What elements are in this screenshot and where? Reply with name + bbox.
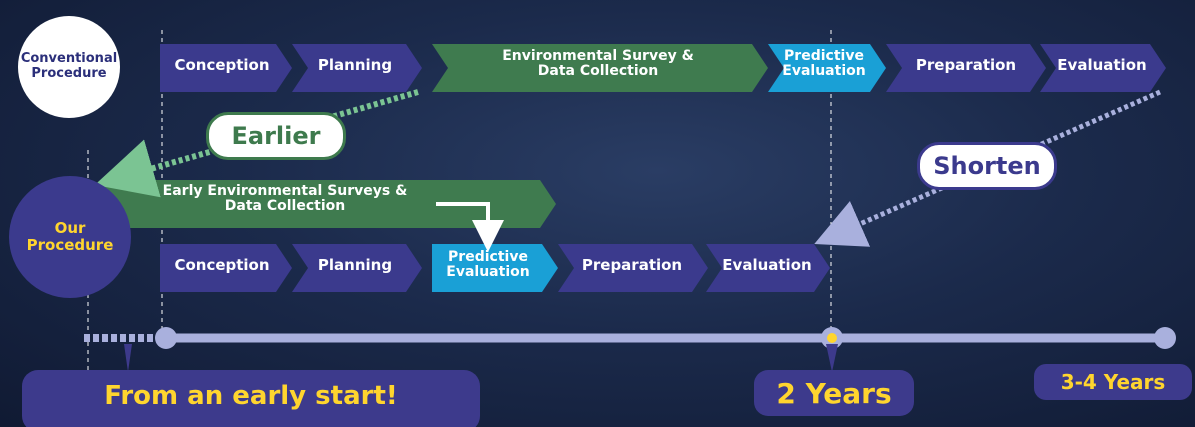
top-phase-survey <box>432 44 768 92</box>
shorten-arrow <box>814 89 1162 247</box>
bottom-phase-preparation <box>558 244 708 292</box>
shorten-callout: Shorten <box>917 142 1057 190</box>
bottom-label-preparation: Preparation <box>581 256 683 274</box>
top-phase-planning <box>292 44 422 92</box>
top-label-planning: Planning <box>317 56 393 74</box>
timeline-2-years-dot <box>827 333 837 343</box>
bottom-label-predictive: Predictive Evaluation <box>446 249 530 280</box>
survey-to-predictive-arrow <box>436 202 504 252</box>
early-start-box: From an early start! <box>22 370 480 427</box>
top-phase-evaluation <box>1040 44 1166 92</box>
early-survey-bar <box>100 180 556 228</box>
top-label-predictive: Predictive Evaluation <box>782 48 866 79</box>
two-years-box: 2 Years <box>754 370 914 416</box>
top-phase-preparation <box>886 44 1046 92</box>
shorten-callout-label: Shorten <box>933 152 1041 180</box>
bottom-phase-planning <box>292 244 422 292</box>
bottom-phase-predictive <box>432 244 558 292</box>
timeline-start-node <box>155 327 177 349</box>
timeline-end-node <box>1154 327 1176 349</box>
two-years-label: 2 Years <box>776 376 892 410</box>
two-years-pointer <box>826 344 838 372</box>
top-phase-predictive <box>768 44 886 92</box>
end-years-box: 3-4 Years <box>1034 364 1192 400</box>
our-procedure-label: Our Procedure <box>26 218 114 254</box>
conventional-procedure-circle: Conventional Procedure <box>18 16 120 118</box>
bottom-phase-evaluation <box>706 244 830 292</box>
bottom-label-evaluation: Evaluation <box>722 256 812 274</box>
top-label-conception: Conception <box>174 56 270 74</box>
top-label-survey: Environmental Survey & Data Collection <box>502 48 694 79</box>
early-start-pointer <box>124 344 132 372</box>
early-start-label: From an early start! <box>104 381 398 411</box>
earlier-callout-label: Earlier <box>231 122 321 150</box>
top-label-evaluation: Evaluation <box>1057 56 1147 74</box>
end-years-label: 3-4 Years <box>1060 370 1166 394</box>
bottom-label-conception: Conception <box>174 256 270 274</box>
our-procedure-circle: Our Procedure <box>9 176 131 298</box>
top-phase-conception <box>160 44 292 92</box>
conventional-procedure-label: Conventional Procedure <box>20 51 118 81</box>
top-label-preparation: Preparation <box>915 56 1017 74</box>
bottom-phase-conception <box>160 244 292 292</box>
earlier-callout: Earlier <box>206 112 346 160</box>
early-survey-label: Early Environmental Surveys & Data Colle… <box>162 183 408 215</box>
bottom-label-planning: Planning <box>317 256 393 274</box>
